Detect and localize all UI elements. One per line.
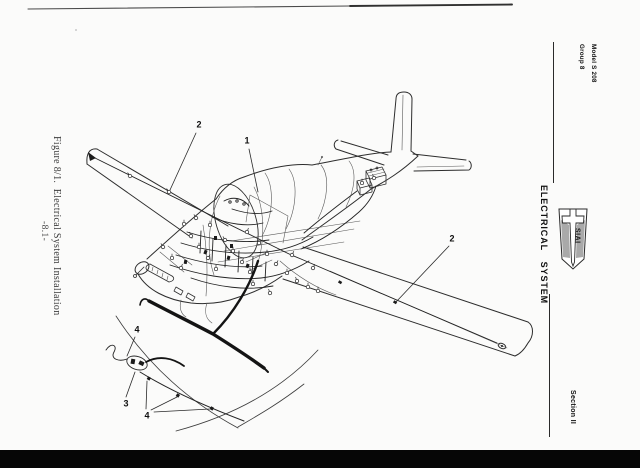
scan-artifact-top: [27, 3, 513, 31]
callout-2: 2: [196, 119, 202, 130]
logo-text: SIAI: [574, 228, 581, 244]
callout-3: 3: [123, 398, 129, 409]
dark-fittings: [88, 152, 503, 411]
section-title: ELECTRICAL SYSTEM: [539, 185, 549, 305]
callout-2: 2: [449, 233, 455, 244]
callout-1: 1: [244, 135, 250, 146]
callout-4: 4: [144, 410, 150, 421]
callout-leaders: [125, 132, 450, 413]
model-label: Model S 208: [590, 44, 597, 83]
heavy-cable: [139, 259, 269, 373]
margin-rule-bottom: [549, 294, 551, 437]
margin-rule-top: [553, 42, 555, 183]
section-number: Section II: [569, 390, 576, 425]
page-number: -8.1-: [39, 221, 49, 242]
model-tab: Model S 208 Group 8: [573, 44, 599, 90]
scan-artifact-bottom: [0, 450, 640, 468]
siai-logo: SIAI: [558, 208, 588, 270]
logo-sword: [561, 208, 585, 268]
airframe-outline: [86, 91, 533, 371]
callout-4: 4: [134, 324, 140, 335]
logo-hatch-left: [561, 220, 570, 258]
routing-curves: [115, 315, 319, 432]
group-label: Group 8: [578, 44, 585, 70]
logo-hatch-right: [576, 220, 585, 258]
internal-structure: [151, 94, 508, 349]
figure-caption: Figure 8/1. Electrical System Installati…: [51, 136, 62, 316]
connector-symbols: [125, 166, 379, 296]
